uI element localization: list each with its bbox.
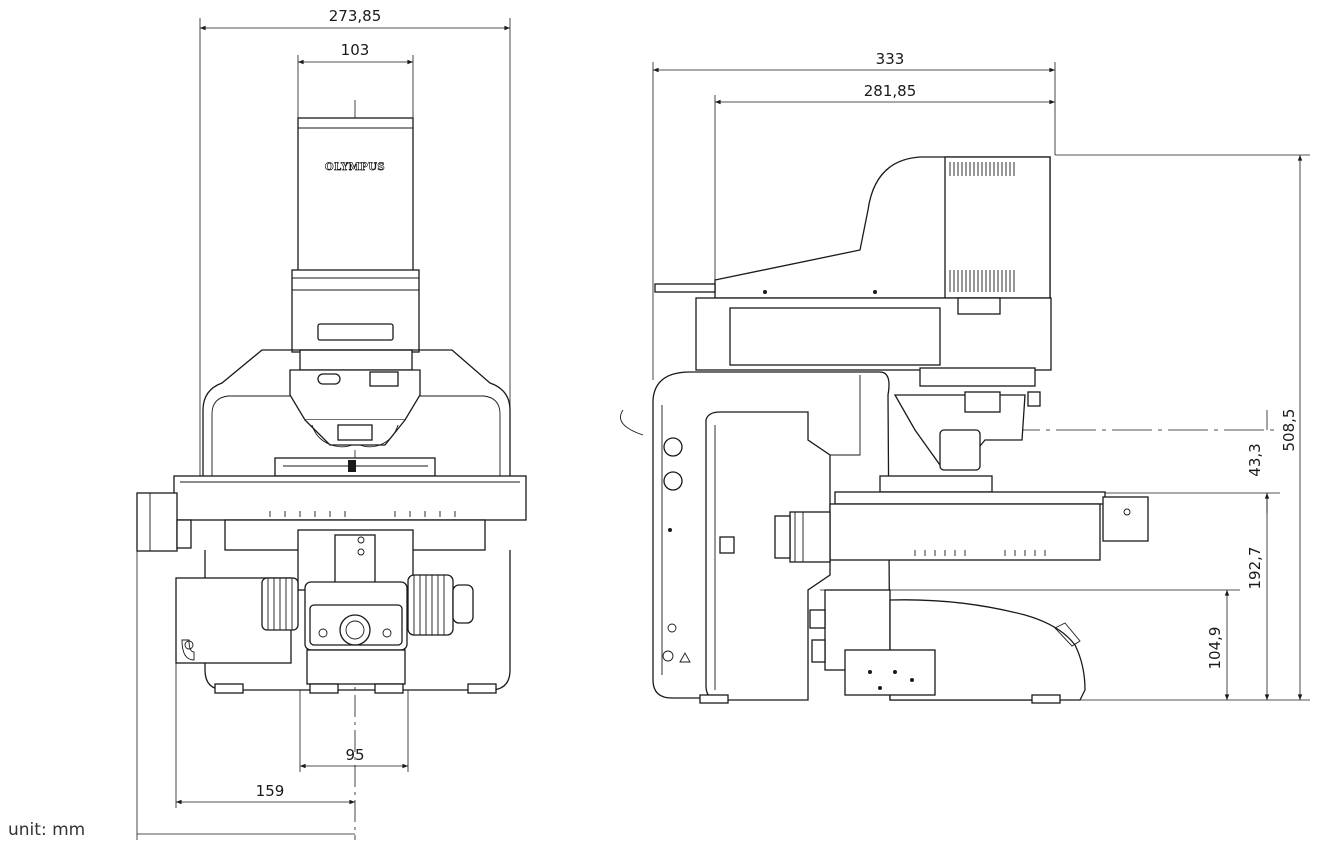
dim-overall-height: 508,5 <box>1280 409 1298 452</box>
unit-label: unit: mm <box>8 820 86 840</box>
side-view: 333 281,85 508,5 43,3 192,7 104,9 <box>620 50 1310 704</box>
side-lower-unit <box>809 589 1086 701</box>
dim-overall-width: 273,85 <box>329 7 382 25</box>
front-view: 273,85 103 95 159 OLYMPUS <box>136 7 527 840</box>
dim-overall-depth: 333 <box>876 50 905 68</box>
front-feet <box>214 683 497 694</box>
dim-base-height: 104,9 <box>1206 627 1224 670</box>
frame-arm <box>202 349 511 478</box>
focus-knobs <box>261 574 474 636</box>
specimen-holder <box>274 457 436 477</box>
dim-gap-height: 43,3 <box>1246 443 1264 476</box>
vent-grilles <box>949 162 1015 292</box>
dim-upper-depth: 281,85 <box>864 82 917 100</box>
front-dimension-lines <box>137 25 511 835</box>
side-dimension-lines <box>653 67 1303 700</box>
dim-top-unit-width: 103 <box>341 41 370 59</box>
stage-scale-ticks <box>269 511 456 517</box>
dim-center-to-left: 159 <box>256 782 285 800</box>
side-main-body <box>620 371 1060 701</box>
side-camera-housing <box>654 156 1052 387</box>
brand-logo: OLYMPUS <box>325 162 385 173</box>
side-feet <box>699 694 1061 704</box>
side-controls <box>662 437 691 663</box>
control-block <box>304 581 408 685</box>
camera-unit: OLYMPUS <box>291 117 420 353</box>
side-objectives <box>893 391 1041 471</box>
side-stage-ticks <box>914 550 1046 556</box>
nosepiece <box>289 349 421 448</box>
dim-base-width: 95 <box>345 746 364 764</box>
dim-stage-height: 192,7 <box>1246 547 1264 590</box>
side-stage <box>774 475 1149 563</box>
